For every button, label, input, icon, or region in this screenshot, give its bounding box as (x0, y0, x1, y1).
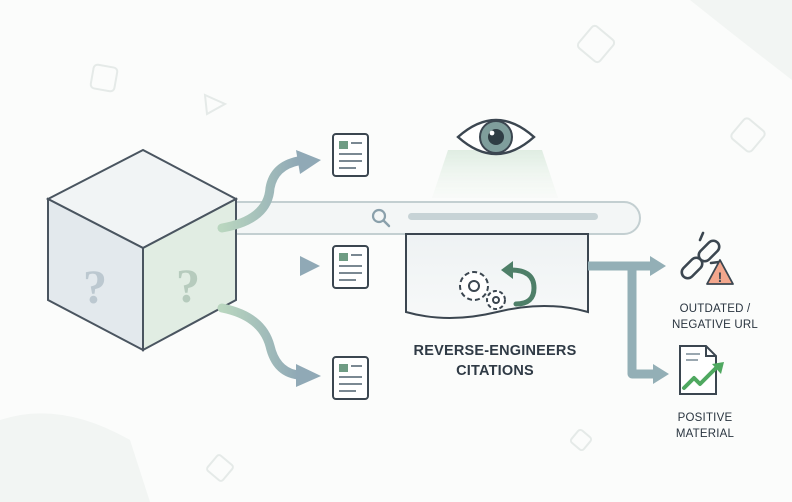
positive-material-label: POSITIVE MATERIAL (660, 411, 750, 442)
question-mark-right: ? (176, 260, 200, 313)
svg-text:!: ! (718, 269, 723, 285)
outdated-label-line2: NEGATIVE URL (672, 318, 758, 331)
positive-label-line2: MATERIAL (675, 427, 735, 440)
reverse-engineers-label-line1: REVERSE-ENGINEERS (413, 343, 577, 359)
question-mark-left: ? (83, 261, 107, 314)
reverse-engineer-box (405, 233, 589, 319)
trend-chart-icon (679, 345, 724, 395)
search-query-placeholder (408, 213, 598, 220)
input-arrows (217, 150, 321, 387)
eye-icon (432, 118, 558, 198)
search-bar (221, 201, 641, 235)
gears-icon (459, 271, 506, 310)
warning-icon: ! (706, 259, 734, 285)
document-icon (332, 356, 369, 400)
broken-link-icon (680, 231, 721, 280)
search-icon (371, 208, 391, 228)
refresh-arrow-icon (501, 261, 537, 307)
black-box-cube: ? ? (45, 148, 239, 352)
document-icon (332, 133, 369, 177)
reverse-engineers-label-line2: CITATIONS (456, 362, 534, 379)
document-icon (332, 245, 369, 289)
positive-label-line1: POSITIVE (677, 412, 733, 424)
reverse-engineers-label: REVERSE-ENGINEERS CITATIONS (400, 342, 590, 381)
output-flow-arrows (588, 256, 669, 384)
outdated-label-line1: OUTDATED / (679, 303, 751, 315)
outdated-negative-url-label: OUTDATED / NEGATIVE URL (660, 302, 770, 333)
